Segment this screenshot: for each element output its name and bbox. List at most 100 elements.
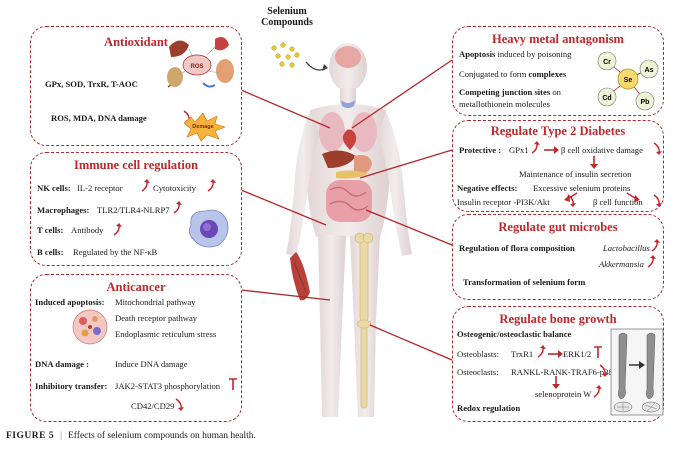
element-cr: Cr	[603, 59, 611, 66]
inhibit-icon	[229, 378, 237, 390]
osteoblasts-label: Osteoblasts:	[457, 349, 500, 359]
heavy-line3: Competing junction sites on	[459, 87, 561, 97]
protective-text: GPx1	[509, 145, 529, 155]
organs-ros-icon: ROS	[167, 37, 234, 88]
bcell-text: Regulated by the NF-κB	[73, 247, 158, 257]
osteoclasts-label: Osteoclasts:	[457, 367, 499, 377]
metal-elements-icon: Cr Se As Cd Pb	[597, 51, 659, 111]
up-arrow-icon	[531, 141, 540, 154]
bone-panel: Regulate bone growth Osteogenic/osteocla…	[452, 306, 664, 422]
akkermansia-text: Akkermansia	[599, 259, 644, 269]
erk-text: ERK1/2	[563, 349, 592, 359]
heavy-line1: Apoptosis induced by poisoning	[459, 49, 572, 59]
inhib-label: Inhibitory transfer:	[35, 381, 108, 391]
inhib-text2: CD42/CD29	[131, 401, 175, 411]
left-arrow-icon	[564, 192, 578, 202]
negative-label: Negative effects:	[457, 183, 518, 193]
down-arrow-icon	[599, 364, 608, 377]
antioxidant-title: Antioxidant	[104, 35, 168, 49]
diabetes-title: Regulate Type 2 Diabetes	[490, 124, 626, 138]
antioxidant-panel: Antioxidant GPx, SOD, TrxR, T-AOC ROS, M…	[30, 26, 242, 146]
up-arrow-icon	[207, 179, 216, 192]
tcell-text: Antibody	[71, 225, 104, 235]
tcell-label: T cells:	[37, 225, 64, 235]
flora-label: Regulation of flora composition	[459, 243, 575, 253]
inhib-text1: JAK2-STAT3 phosphorylation	[115, 381, 221, 391]
damage-burst-icon: Demage	[183, 112, 226, 142]
up-arrow-icon	[651, 239, 660, 252]
figure-caption: FIGURE 5|Effects of selenium compounds o…	[6, 431, 256, 441]
caption-text: Effects of selenium compounds on human h…	[67, 431, 256, 441]
heavy-metal-title: Heavy metal antagonism	[492, 32, 624, 46]
heavy-line4: metallothionein molecules	[459, 99, 550, 109]
element-se: Se	[624, 77, 633, 84]
down-arrow-icon	[567, 194, 576, 207]
right-arrow-icon	[626, 192, 640, 202]
selenoprotein-text: selenoprotein W	[535, 389, 592, 399]
macrophage-label: Macrophages:	[37, 205, 90, 215]
right-arrow-icon	[544, 146, 559, 154]
beta-function-text: β cell function	[593, 197, 643, 207]
ros-label: ROS	[190, 64, 203, 70]
down-arrow-icon	[653, 142, 662, 155]
bcell-label: B cells:	[37, 247, 64, 257]
element-as: As	[645, 67, 654, 74]
anticancer-title: Anticancer	[106, 280, 166, 294]
selenium-particles-icon	[271, 42, 328, 71]
insulin-receptor-text: Insulin receptor -PI3K/Akt	[457, 197, 550, 207]
antioxidant-enzymes-text: GPx, SOD, TrxR, T-AOC	[45, 79, 138, 89]
anticancer-panel: Anticancer Induced apoptosis: Mitochondr…	[30, 274, 242, 422]
down-arrow-icon	[653, 194, 662, 207]
diabetes-panel: Regulate Type 2 Diabetes Protective : GP…	[452, 120, 664, 212]
immune-title: Immune cell regulation	[73, 158, 199, 172]
up-arrow-icon	[537, 345, 546, 358]
element-cd: Cd	[602, 95, 611, 102]
damage-label: Demage	[192, 124, 213, 130]
dna-damage-label: DNA damage :	[35, 359, 89, 369]
protective-label: Protective :	[459, 145, 502, 155]
rankl-text: RANKL-RANK-TRAF6-p38	[511, 367, 613, 377]
redox-text: Redox regulation	[457, 403, 521, 413]
nk-text2: Cytotoxicity	[153, 183, 196, 193]
negative-text: Excessive selenium proteins	[533, 183, 631, 193]
nk-text1: IL-2 receptor	[77, 183, 123, 193]
down-arrow-icon	[590, 156, 598, 169]
macrophage-text: TLR2/TLR4-NLRP7	[97, 205, 170, 215]
nk-label: NK cells:	[37, 183, 71, 193]
transform-text: Transformation of selenium form	[463, 277, 586, 287]
heavy-metal-panel: Heavy metal antagonism Apoptosis induced…	[452, 26, 664, 116]
trxr1-text: TrxR1	[511, 349, 534, 359]
maintenance-text: Maintenance of insulin secretion	[519, 169, 632, 179]
gut-title: Regulate gut microbes	[498, 220, 618, 234]
gut-panel: Regulate gut microbes Regulation of flor…	[452, 214, 664, 300]
up-arrow-icon	[593, 385, 602, 398]
down-arrow-icon	[552, 376, 560, 389]
immune-panel: Immune cell regulation NK cells: IL-2 re…	[30, 152, 242, 266]
cancer-cell-icon	[72, 309, 108, 345]
lactobacillus-text: Lactobacillus	[603, 243, 650, 253]
figure-label: FIGURE 5	[6, 431, 55, 441]
selenium-compounds-label: Selenium Compounds	[261, 6, 313, 28]
apoptosis-label: Induced apoptosis:	[35, 297, 105, 307]
up-arrow-icon	[173, 201, 182, 214]
bone-title: Regulate bone growth	[499, 312, 617, 326]
immune-cell-icon	[189, 209, 229, 248]
element-pb: Pb	[641, 99, 650, 106]
mito-pathway: Mitochondrial pathway	[115, 297, 196, 307]
er-stress: Endoplasmic reticulum stress	[115, 329, 217, 339]
down-arrow-icon	[175, 398, 184, 411]
beta-damage-text: β cell oxidative damage	[561, 145, 643, 155]
bone-comparison-icon	[610, 328, 664, 416]
dna-damage-text: Induce DNA damage	[115, 359, 188, 369]
up-arrow-icon	[113, 223, 122, 236]
up-arrow-icon	[647, 255, 656, 268]
right-arrow-icon	[548, 350, 563, 358]
up-arrow-icon	[141, 179, 150, 192]
human-body-illustration	[286, 43, 412, 417]
heavy-line2: Conjugated to form complexes	[459, 69, 567, 79]
antioxidant-damage-text: ROS, MDA, DNA damage	[51, 113, 147, 123]
balance-text: Osteogenic/osteoclastic balance	[457, 329, 572, 339]
inhibit-icon	[594, 346, 602, 358]
death-receptor-pathway: Death receptor pathway	[115, 313, 198, 323]
